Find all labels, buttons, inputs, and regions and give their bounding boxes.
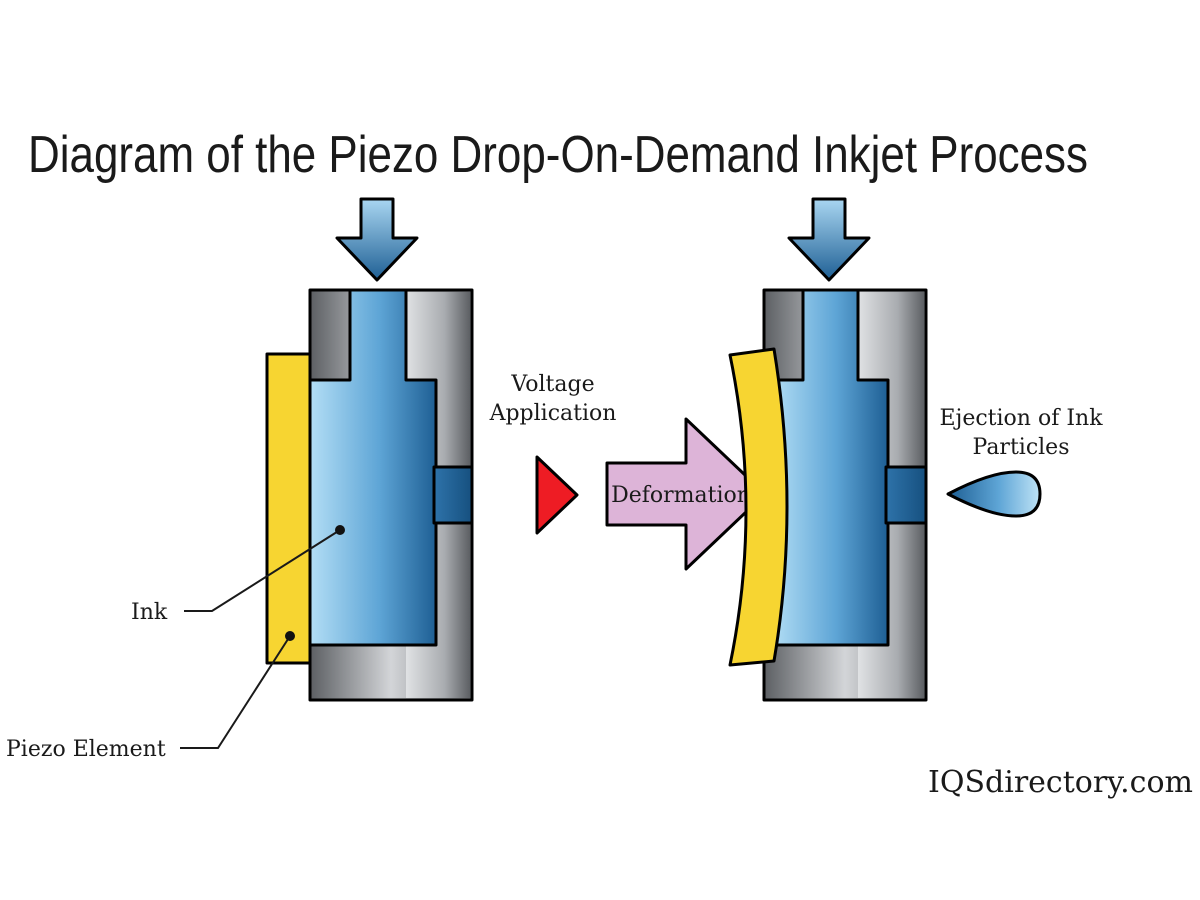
nozzle-deformed [728,197,928,702]
piezo-pointer-dot [285,631,295,641]
page-title: Diagram of the Piezo Drop-On-Demand Inkj… [28,126,1088,184]
voltage-label-line1: Voltage [510,372,594,397]
droplet-icon [946,470,1042,518]
nozzle-channel [884,465,928,525]
right-arrow-icon [605,417,767,571]
deformation-arrow: Deformation [605,417,767,571]
ink-pointer-dot [335,525,345,535]
nozzle-channel [432,465,474,525]
deformation-label: Deformation [611,483,751,508]
down-arrow-icon [787,197,871,282]
down-arrow-icon [335,197,419,282]
ejection-label-line1: Ejection of Ink [939,406,1103,431]
ejection-label-line2: Particles [973,435,1070,460]
ink-label: Ink [131,600,168,625]
piezo-element-bent [728,347,789,667]
voltage-label-line2: Application [489,401,617,426]
brand-watermark: IQSdirectory.com [928,765,1193,800]
triangle-icon [535,455,579,535]
ink-chamber [308,288,438,647]
ink-leader-line [184,529,341,612]
piezo-leader-line [180,635,291,749]
piezo-element [265,352,312,665]
piezo-element-label: Piezo Element [6,737,166,762]
nozzle-idle [180,197,474,749]
